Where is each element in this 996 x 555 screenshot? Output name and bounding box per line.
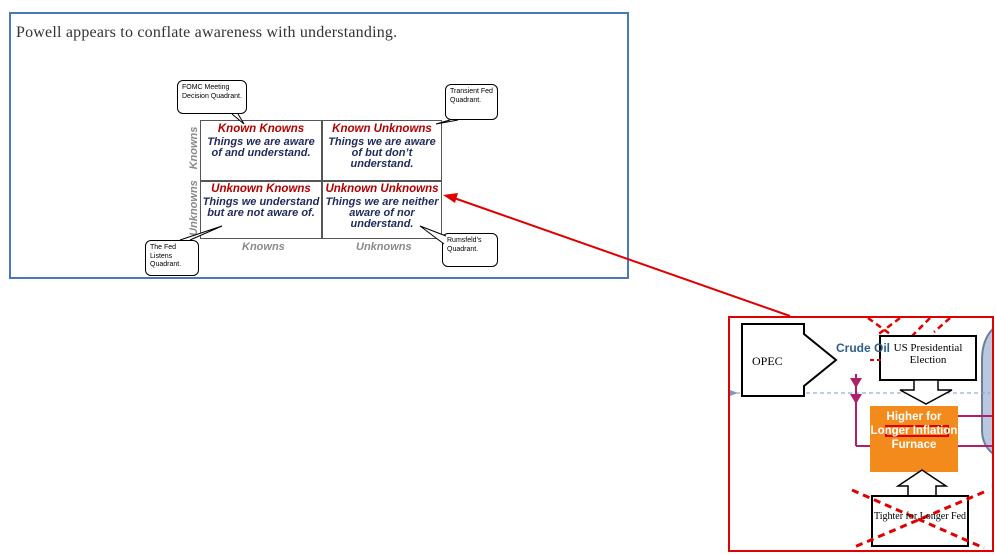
pointer-arrow-line (453, 197, 791, 317)
cell-heading: Unknown Knowns (211, 183, 311, 195)
callout-rumsfeld: Rumsfeld’s Quadrant. (442, 233, 498, 267)
cell-unknown-unknowns: Unknown Unknowns Things we are neither a… (322, 181, 442, 240)
caption-text: Powell appears to conflate awareness wit… (16, 24, 398, 41)
tighter-label: Tighter for Longer Fed (873, 511, 967, 522)
callout-tail-fomc (231, 113, 245, 125)
pointer-arrow-head (443, 193, 458, 203)
election-down-arrow (899, 379, 953, 405)
x-mark-top (867, 318, 891, 336)
cell-heading: Known Unknowns (332, 123, 432, 135)
furnace-box (870, 406, 958, 472)
magenta-arrow-head (850, 378, 862, 388)
quadrant-panel (9, 12, 629, 279)
x-mark-bottom (851, 488, 985, 550)
cell-body: Things we understand but are not aware o… (202, 196, 320, 219)
dashed-divider-head (730, 390, 738, 396)
callout-transient: Transient Fed Quadrant. (445, 84, 498, 120)
axis-bottom-knowns: Knowns (242, 241, 285, 253)
x-mark-top (875, 318, 901, 337)
cell-heading: Unknown Unknowns (325, 183, 439, 195)
callout-tail-rumsfeld (419, 225, 447, 245)
furnace-strike (885, 425, 949, 437)
furnace-label: Higher for Longer Inflation Furnace (870, 411, 958, 451)
election-box (879, 335, 977, 381)
cell-body: Things we are neither aware of nor under… (325, 196, 439, 230)
tighter-up-arrow (895, 469, 949, 497)
cell-body: Things we are aware of and understand. (207, 136, 315, 159)
cell-known-knowns: Known Knowns Things we are aware of and … (201, 121, 321, 180)
matrix-divider-horizontal (201, 180, 441, 182)
cell-known-unknowns: Known Unknowns Things we are aware of bu… (322, 121, 442, 180)
partial-shape-right (981, 328, 992, 455)
opec-block-arrow (741, 323, 838, 397)
callout-tail-listens (179, 225, 223, 241)
axis-bottom-unknowns: Unknowns (356, 241, 412, 253)
callout-tail-transient (435, 119, 459, 125)
callout-listens: The Fed Listens Quadrant. (145, 240, 199, 276)
x-mark-top (933, 318, 951, 333)
crude-oil-label: Crude Oil (836, 342, 890, 355)
election-label: US Presidential Election (893, 342, 963, 366)
cell-heading: Known Knowns (217, 123, 305, 135)
cell-unknown-knowns: Unknown Knowns Things we understand but … (201, 181, 321, 240)
callout-fomc: FOMC Meeting Decision Quadrant. (177, 80, 247, 114)
x-mark-top (911, 318, 931, 337)
knowns-matrix: Known Knowns Things we are aware of and … (200, 120, 442, 239)
cell-body: Things we are aware of but don’t underst… (328, 136, 436, 170)
magenta-arrow-head (850, 394, 862, 404)
matrix-divider-vertical (321, 121, 323, 238)
crude-oil-text: Crude Oil (836, 341, 891, 355)
opec-label: OPEC (752, 354, 783, 368)
